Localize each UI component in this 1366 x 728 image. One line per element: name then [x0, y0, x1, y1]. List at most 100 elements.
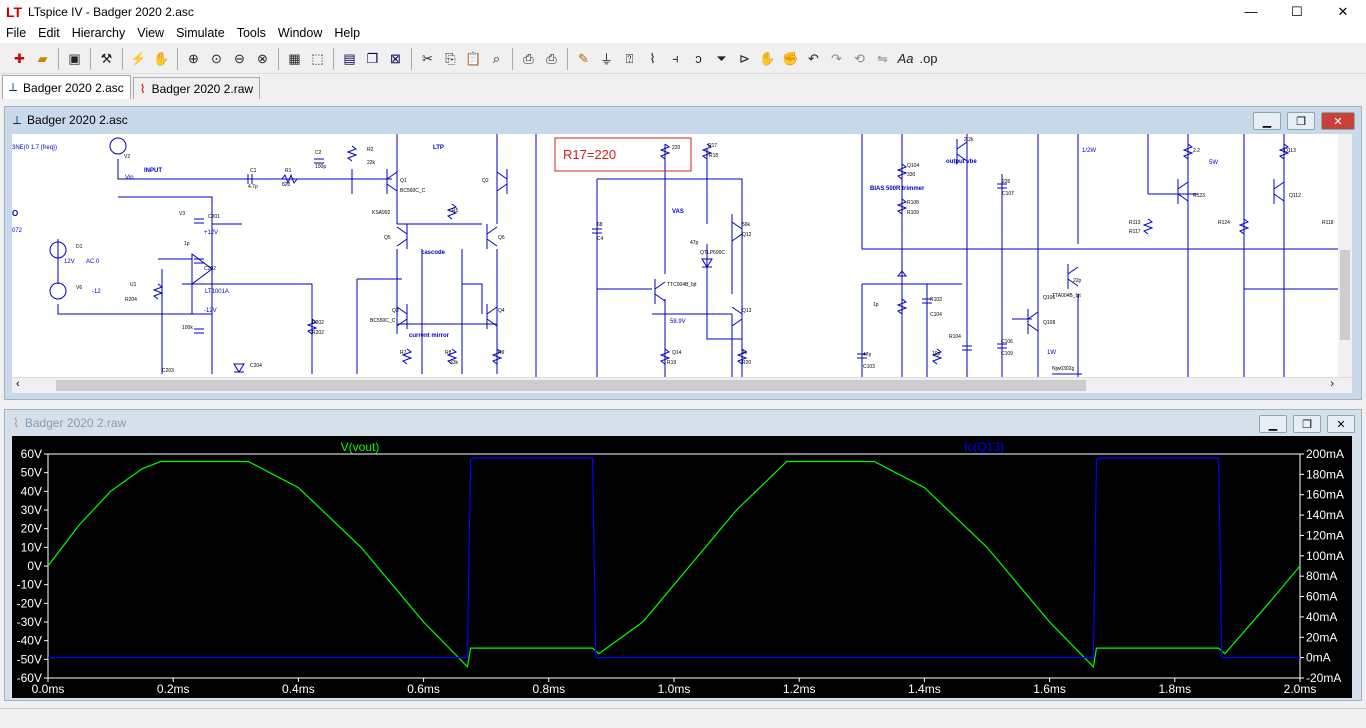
component-label[interactable]: D1 — [76, 244, 83, 250]
cascade-icon[interactable]: ❐ — [366, 50, 379, 66]
component-label[interactable]: V3 — [179, 211, 185, 217]
component-label[interactable]: 22p — [1073, 278, 1082, 284]
cut-icon[interactable]: ✂ — [422, 50, 433, 66]
zoom-area-icon[interactable]: ⊙ — [211, 50, 222, 66]
control-panel-icon[interactable]: ⚒ — [100, 50, 113, 66]
component-label[interactable]: C104 — [930, 312, 942, 318]
ground-icon[interactable]: ⏚ — [599, 52, 613, 67]
component-label[interactable]: R104 — [949, 334, 961, 340]
undo-icon[interactable]: ↶ — [808, 50, 819, 66]
component-label[interactable]: R103 — [930, 297, 942, 303]
r17-value-label[interactable]: R17=220 — [563, 147, 616, 162]
component-label[interactable]: 10p — [932, 351, 941, 357]
pan-icon[interactable]: ✋ — [153, 50, 170, 66]
component-label[interactable]: 820 — [282, 182, 291, 188]
component-label[interactable]: R113 — [1129, 220, 1141, 226]
component-label[interactable]: Q104 — [907, 163, 919, 169]
menu-edit[interactable]: Edit — [38, 26, 60, 40]
save-icon[interactable]: ▣ — [68, 50, 81, 66]
component-label[interactable]: BC550C_C — [370, 318, 396, 324]
component-label[interactable]: C1 — [250, 168, 257, 174]
component-label[interactable]: R7 — [400, 350, 407, 356]
component-label[interactable]: C204 — [250, 363, 262, 369]
component-label[interactable]: U1 — [130, 282, 137, 288]
schematic-vertical-scrollbar[interactable] — [1338, 134, 1352, 377]
component-label[interactable]: R8 — [445, 350, 452, 356]
component-label[interactable]: R202 — [312, 330, 324, 336]
component-label[interactable]: 235 — [1002, 179, 1011, 185]
waveform-restore-button[interactable]: ❐ — [1293, 415, 1321, 433]
waveform-close-button[interactable]: ✕ — [1327, 415, 1355, 433]
rotate-icon[interactable]: ⟲ — [854, 50, 865, 66]
component-label[interactable]: R9 — [498, 350, 505, 356]
print-setup-icon[interactable]: ⎙ — [523, 50, 534, 66]
component-label[interactable]: Q108 — [1043, 320, 1055, 326]
menu-file[interactable]: File — [6, 26, 27, 40]
component-label[interactable]: C106 — [1001, 339, 1013, 345]
menu-help[interactable]: Help — [334, 26, 361, 40]
component-label[interactable]: Q112 — [1289, 193, 1301, 199]
component-label[interactable]: R119 — [12, 134, 24, 136]
component-label[interactable]: 68 — [597, 222, 603, 228]
component-label[interactable]: 22k — [367, 160, 376, 166]
drag-icon[interactable]: ✊ — [782, 50, 799, 66]
component-label[interactable]: TTA004B_bjt — [1052, 293, 1081, 299]
component-label[interactable]: V6 — [76, 285, 82, 291]
component-label[interactable]: C201 — [208, 214, 220, 220]
zoom-fit-icon[interactable]: ⊗ — [257, 50, 268, 66]
component-label[interactable]: 33k — [450, 360, 459, 366]
component-label[interactable]: R124 — [1218, 220, 1230, 226]
inductor-icon[interactable]: ↄ — [695, 51, 702, 66]
close-all-icon[interactable]: ⊠ — [390, 50, 401, 66]
component-label[interactable]: C103 — [863, 364, 875, 370]
component-label[interactable]: R1 — [285, 168, 292, 174]
print-icon[interactable]: ⎙ — [546, 50, 557, 66]
component-label[interactable]: Q2 — [482, 178, 489, 184]
component-label[interactable]: R20 — [742, 360, 751, 366]
component-label[interactable]: C109 — [1001, 351, 1013, 357]
maximize-button[interactable]: ☐ — [1291, 3, 1303, 19]
component-label[interactable]: D202 — [312, 320, 324, 326]
component-label[interactable]: Q3 — [392, 308, 399, 314]
waveform-minimize-button[interactable]: ▁ — [1259, 415, 1287, 433]
move-icon[interactable]: ✋ — [759, 50, 776, 66]
component-label[interactable]: C203 — [162, 368, 174, 374]
paste-icon[interactable]: 📋 — [465, 50, 482, 66]
mirror-icon[interactable]: ⇋ — [877, 50, 888, 66]
component-label[interactable]: 1p — [873, 302, 879, 308]
component-label[interactable]: Q1 — [400, 178, 407, 184]
component-label[interactable]: C107 — [1002, 191, 1014, 197]
component-label[interactable]: Q6 — [498, 235, 505, 241]
component-label[interactable]: Q106 — [1043, 295, 1055, 301]
open-schematic-icon[interactable]: ✚ — [14, 50, 25, 66]
component-label[interactable]: R109 — [907, 210, 919, 216]
horizontal-scroll-thumb[interactable] — [56, 380, 1086, 391]
component-label[interactable]: 100k — [182, 325, 193, 331]
close-button[interactable]: ✕ — [1337, 3, 1349, 19]
capacitor-icon[interactable]: ⫞ — [672, 50, 679, 66]
component-label[interactable]: C2 — [315, 150, 322, 156]
component-label[interactable]: 4.7p — [248, 184, 258, 190]
vertical-scroll-thumb[interactable] — [1340, 250, 1350, 340]
component-label[interactable]: R117 — [1129, 229, 1141, 235]
zoom-full-icon[interactable]: ⬚ — [311, 50, 324, 66]
spice-directive-icon[interactable]: .op — [919, 51, 938, 66]
run-icon[interactable]: ⚡ — [130, 50, 147, 66]
copy-icon[interactable]: ⎘ — [445, 50, 456, 66]
open-file-icon[interactable]: ▰ — [37, 50, 48, 66]
legend-ic-q13[interactable]: Ic(Q13) — [964, 440, 1004, 454]
resistor-icon[interactable]: ⌇ — [649, 50, 656, 66]
component-label[interactable]: R2 — [367, 147, 374, 153]
component-label[interactable]: Q13 — [742, 308, 752, 314]
tile-horizontal-icon[interactable]: ▤ — [343, 50, 356, 66]
scroll-right-icon[interactable]: › — [1330, 378, 1334, 390]
component-icon[interactable]: ⊳ — [739, 50, 750, 66]
component-label[interactable]: 2.2 — [1193, 148, 1200, 154]
minimize-button[interactable]: — — [1244, 4, 1258, 19]
scroll-left-icon[interactable]: ‹ — [16, 378, 20, 390]
component-label[interactable]: 47p — [863, 352, 872, 358]
component-label[interactable]: 47p — [690, 240, 699, 246]
component-label[interactable]: 1p — [184, 241, 190, 247]
menu-simulate[interactable]: Simulate — [176, 26, 225, 40]
series-ic-q13-line[interactable] — [48, 457, 1300, 659]
